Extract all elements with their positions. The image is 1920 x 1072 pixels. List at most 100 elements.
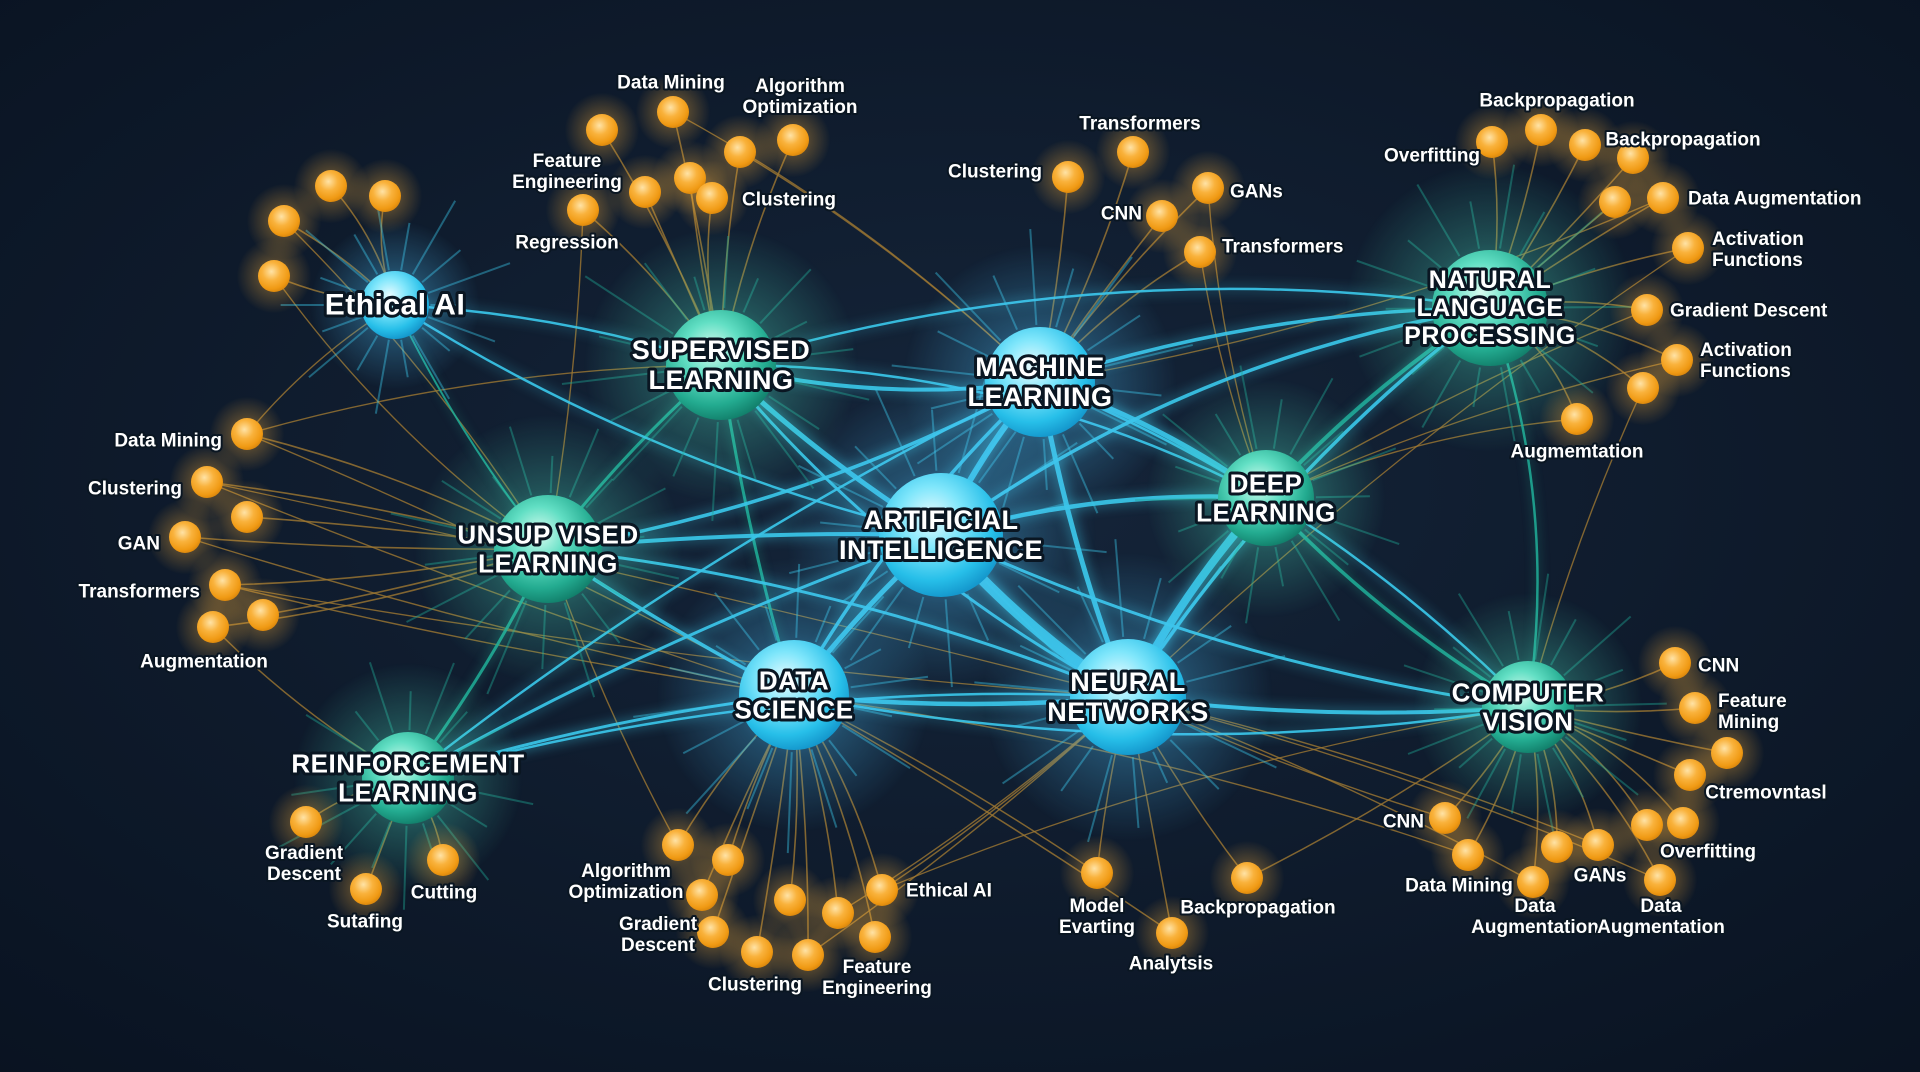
satellite-node-m3 [1146,200,1178,232]
satellite-node-n7 [1672,232,1704,264]
satellite-node-n9 [1661,344,1693,376]
node-neural [1070,639,1186,755]
node-datasci [739,640,849,750]
satellite-label-d10: Ethical AI [906,881,992,902]
satellite-label-m5: Transformers [1222,237,1343,258]
satellite-node-n11 [1561,403,1593,435]
satellite-node-d5 [741,936,773,968]
satellite-node-s6 [724,136,756,168]
node-deep [1218,450,1314,546]
satellite-node-d7 [774,884,806,916]
satellite-node-l3 [231,501,263,533]
satellite-label-d5: Clustering [708,975,802,996]
node-ethical [361,271,429,339]
satellite-node-n6 [1647,182,1679,214]
node-nlp [1432,250,1548,366]
satellite-node-m1 [1117,136,1149,168]
satellite-label-n11: Augmemtation [1511,442,1644,463]
satellite-node-c13 [1667,807,1699,839]
satellite-node-c7 [1452,839,1484,871]
satellite-label-m4: GANs [1230,182,1283,203]
satellite-label-b3: Backpropagation [1180,898,1335,919]
satellite-node-n1 [1476,126,1508,158]
satellite-node-n5 [1599,186,1631,218]
satellite-node-d6 [792,939,824,971]
satellite-node-s2 [657,96,689,128]
satellite-node-d3 [686,879,718,911]
satellite-node-c6 [1429,802,1461,834]
satellite-node-c11 [1644,864,1676,896]
satellite-label-n6: Data Augmentation [1688,189,1861,210]
satellite-node-n10 [1627,372,1659,404]
node-reinforcement [362,732,454,824]
satellite-node-l2 [191,466,223,498]
node-machine [985,327,1095,437]
satellite-node-d1 [662,829,694,861]
satellite-node-n2 [1525,114,1557,146]
satellite-node-d4 [697,916,729,948]
satellite-label-l5: Transformers [79,582,200,603]
node-unsupervised [494,495,602,603]
satellite-label-r2: Sutafing [327,912,403,933]
satellite-label-n1: Overfitting [1384,146,1480,167]
satellite-node-b1 [1081,857,1113,889]
satellite-label-c6: CNN [1383,812,1424,833]
satellite-node-s1 [586,114,618,146]
satellite-label-m3: CNN [1101,204,1142,225]
satellite-label-n2: Backpropagation [1479,91,1634,112]
hub-label-ethical: Ethical AI [325,289,466,322]
satellite-node-d8 [822,897,854,929]
satellite-node-n3 [1569,129,1601,161]
node-ai [879,473,1003,597]
satellite-node-d10 [866,874,898,906]
satellite-label-m2: Clustering [948,162,1042,183]
satellite-node-e4 [369,180,401,212]
satellite-node-d2 [712,844,744,876]
satellite-node-n4 [1617,142,1649,174]
satellite-label-c3: Ctremovntasl [1705,783,1826,804]
satellite-node-s4 [629,176,661,208]
satellite-node-s3 [567,194,599,226]
satellite-node-c9 [1541,831,1573,863]
satellite-node-l4 [169,521,201,553]
satellite-label-s2: Data Mining [617,73,725,94]
satellite-label-n8: Gradient Descent [1670,301,1828,322]
satellite-node-s5 [674,162,706,194]
satellite-label-l7: Augmentation [140,652,268,673]
satellite-node-r3 [427,844,459,876]
satellite-node-l1 [231,418,263,450]
satellite-label-l2: Clustering [88,479,182,500]
satellite-label-b2: Analytsis [1129,954,1213,975]
satellite-node-l7 [197,611,229,643]
satellite-label-l4: GAN [118,534,160,555]
node-cv [1482,661,1574,753]
satellite-node-c1 [1659,647,1691,679]
satellite-node-b3 [1231,862,1263,894]
satellite-node-c10 [1582,829,1614,861]
satellite-node-s8 [696,182,728,214]
satellite-node-m4 [1192,172,1224,204]
satellite-node-b2 [1156,917,1188,949]
node-supervised [666,310,776,420]
satellite-node-m2 [1052,161,1084,193]
satellite-label-m1: Transformers [1079,114,1200,135]
satellite-label-s3: Regression [515,233,618,254]
satellite-label-c10: GANs [1574,866,1627,887]
